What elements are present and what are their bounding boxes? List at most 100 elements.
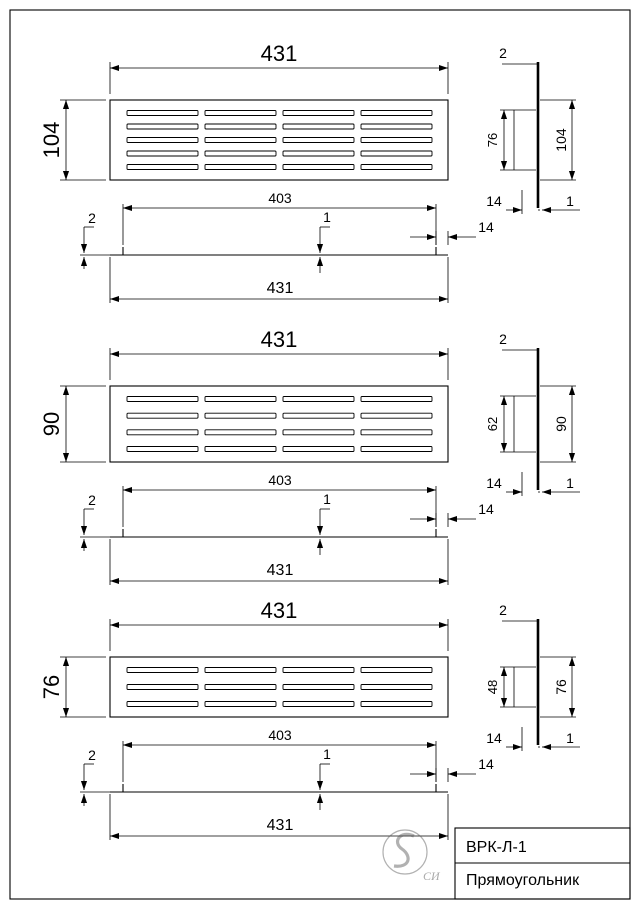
front-view: 431 90	[39, 327, 449, 463]
side-profile: 2 76 48 14 1	[485, 602, 580, 751]
louver-slot	[282, 412, 355, 419]
grille-face	[109, 656, 449, 718]
louver-slot	[360, 667, 433, 673]
profile-top-dimension: 2	[499, 45, 507, 61]
grille-variant-3: 431 76 403 431 2 1 14 2 76 48 14 1	[39, 598, 580, 840]
profile-depth-dimension: 14	[486, 475, 502, 491]
profile-depth-dimension: 14	[486, 730, 502, 746]
louver-slot	[204, 446, 277, 452]
louver-slot	[126, 396, 199, 402]
louver-slot	[282, 446, 355, 452]
drawing-frame	[9, 9, 631, 900]
overall-length-dimension: 431	[261, 327, 298, 352]
louver-slot	[360, 123, 433, 130]
louver-slot	[204, 412, 277, 419]
louver-slot	[282, 123, 355, 130]
louver-slot	[126, 110, 199, 116]
louver-slot	[204, 164, 277, 170]
louver-slot	[126, 137, 199, 143]
louver-slot	[360, 684, 433, 690]
louver-slot	[204, 137, 277, 143]
center-step-dimension: 1	[323, 209, 331, 225]
louver-slot	[282, 396, 355, 402]
product-code: ВРК-Л-1	[466, 839, 527, 856]
louver-slot	[204, 396, 277, 402]
bottom-length-dimension: 431	[267, 817, 294, 834]
edge-depth-dimension: 14	[478, 501, 494, 517]
logo-lettering: СИ	[423, 869, 441, 883]
louver-slot	[126, 150, 199, 157]
grille-face	[109, 385, 449, 463]
company-logo: СИ	[382, 829, 441, 883]
louver-slot	[204, 150, 277, 157]
product-name: Прямоугольник	[466, 872, 580, 889]
louver-slot	[282, 110, 355, 116]
louver-slot	[126, 446, 199, 452]
height-dimension: 90	[39, 412, 64, 436]
louver-slot	[282, 137, 355, 143]
grille-variant-1: 431 104 403 431 2 1 14 2 104 76 14 1	[39, 41, 580, 303]
louver-slot	[360, 412, 433, 419]
louver-slot	[126, 123, 199, 130]
louver-slot	[204, 667, 277, 673]
profile-inner-height: 76	[485, 133, 500, 147]
title-block: ВРК-Л-1 Прямоугольник СИ	[382, 827, 631, 900]
edge-depth-dimension: 14	[478, 756, 494, 772]
louver-slot	[282, 684, 355, 690]
profile-top-dimension: 2	[499, 602, 507, 618]
louver-slot	[360, 701, 433, 707]
edge-depth-dimension: 14	[478, 219, 494, 235]
louver-slot	[282, 429, 355, 436]
front-view: 431 104	[39, 41, 449, 181]
profile-inner-height: 48	[485, 680, 500, 694]
profile-depth-dimension: 14	[486, 193, 502, 209]
louver-slot	[126, 684, 199, 690]
louver-slot	[360, 150, 433, 157]
louver-slot	[282, 150, 355, 157]
overall-length-dimension: 431	[261, 41, 298, 66]
louver-slot	[282, 164, 355, 170]
bottom-length-dimension: 431	[267, 562, 294, 579]
profile-step-dimension: 1	[566, 730, 574, 746]
edge-view: 403 431 2 1 14	[80, 190, 494, 303]
height-dimension: 104	[39, 122, 64, 159]
center-step-dimension: 1	[323, 491, 331, 507]
louver-slot	[126, 701, 199, 707]
profile-inner-height: 62	[485, 417, 500, 431]
front-view: 431 76	[39, 598, 449, 718]
louver-slot	[360, 110, 433, 116]
louver-slot	[204, 123, 277, 130]
side-profile: 2 104 76 14 1	[485, 45, 580, 214]
height-dimension: 76	[39, 675, 64, 699]
louver-slot	[126, 164, 199, 170]
edge-view: 403 431 2 1 14	[80, 727, 494, 840]
flange-thickness-dimension: 2	[88, 747, 96, 763]
louver-slot	[360, 164, 433, 170]
louver-slot	[126, 667, 199, 673]
inner-length-dimension: 403	[268, 727, 292, 743]
flange-thickness-dimension: 2	[88, 492, 96, 508]
flange-thickness-dimension: 2	[88, 210, 96, 226]
profile-outer-height: 104	[553, 128, 569, 152]
center-step-dimension: 1	[323, 746, 331, 762]
louver-slot	[204, 429, 277, 436]
louver-slot	[360, 396, 433, 402]
profile-outer-height: 76	[553, 679, 569, 695]
bottom-length-dimension: 431	[267, 280, 294, 297]
louver-slot	[360, 446, 433, 452]
profile-step-dimension: 1	[566, 475, 574, 491]
profile-step-dimension: 1	[566, 193, 574, 209]
overall-length-dimension: 431	[261, 598, 298, 623]
louver-slot	[126, 429, 199, 436]
grille-face	[109, 99, 449, 181]
inner-length-dimension: 403	[268, 190, 292, 206]
louver-slot	[204, 684, 277, 690]
louver-slot	[360, 137, 433, 143]
louver-slot	[282, 667, 355, 673]
louver-slot	[360, 429, 433, 436]
louver-slot	[204, 110, 277, 116]
